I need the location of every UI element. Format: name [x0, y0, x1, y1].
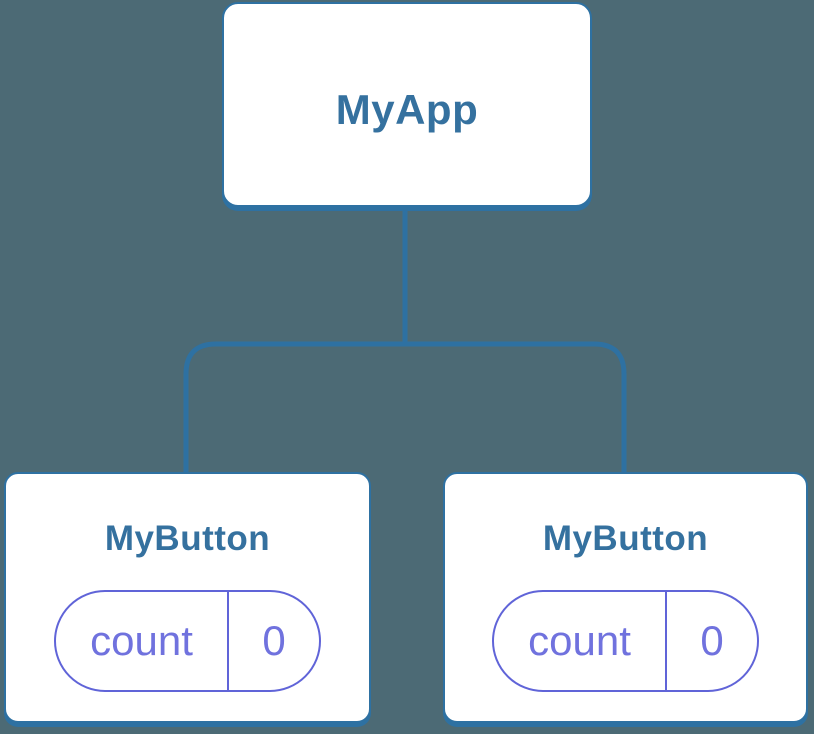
child-component-node-right: MyButton count 0: [443, 472, 808, 723]
state-value: 0: [262, 617, 286, 664]
state-key-cell: count: [56, 592, 229, 690]
state-key-label: count: [90, 617, 193, 664]
state-pill: count 0: [492, 590, 759, 692]
state-key-cell: count: [494, 592, 667, 690]
state-value-cell: 0: [667, 592, 757, 690]
state-pill: count 0: [54, 590, 321, 692]
state-key-label: count: [528, 617, 631, 664]
state-value: 0: [700, 617, 724, 664]
child-component-label: MyButton: [542, 519, 709, 558]
child-component-node-left: MyButton count 0: [4, 472, 371, 723]
root-component-node: MyApp: [222, 2, 592, 207]
state-value-cell: 0: [229, 592, 319, 690]
child-component-label: MyButton: [104, 519, 271, 558]
connector-bracket: [183, 341, 627, 473]
root-component-label: MyApp: [335, 85, 479, 133]
